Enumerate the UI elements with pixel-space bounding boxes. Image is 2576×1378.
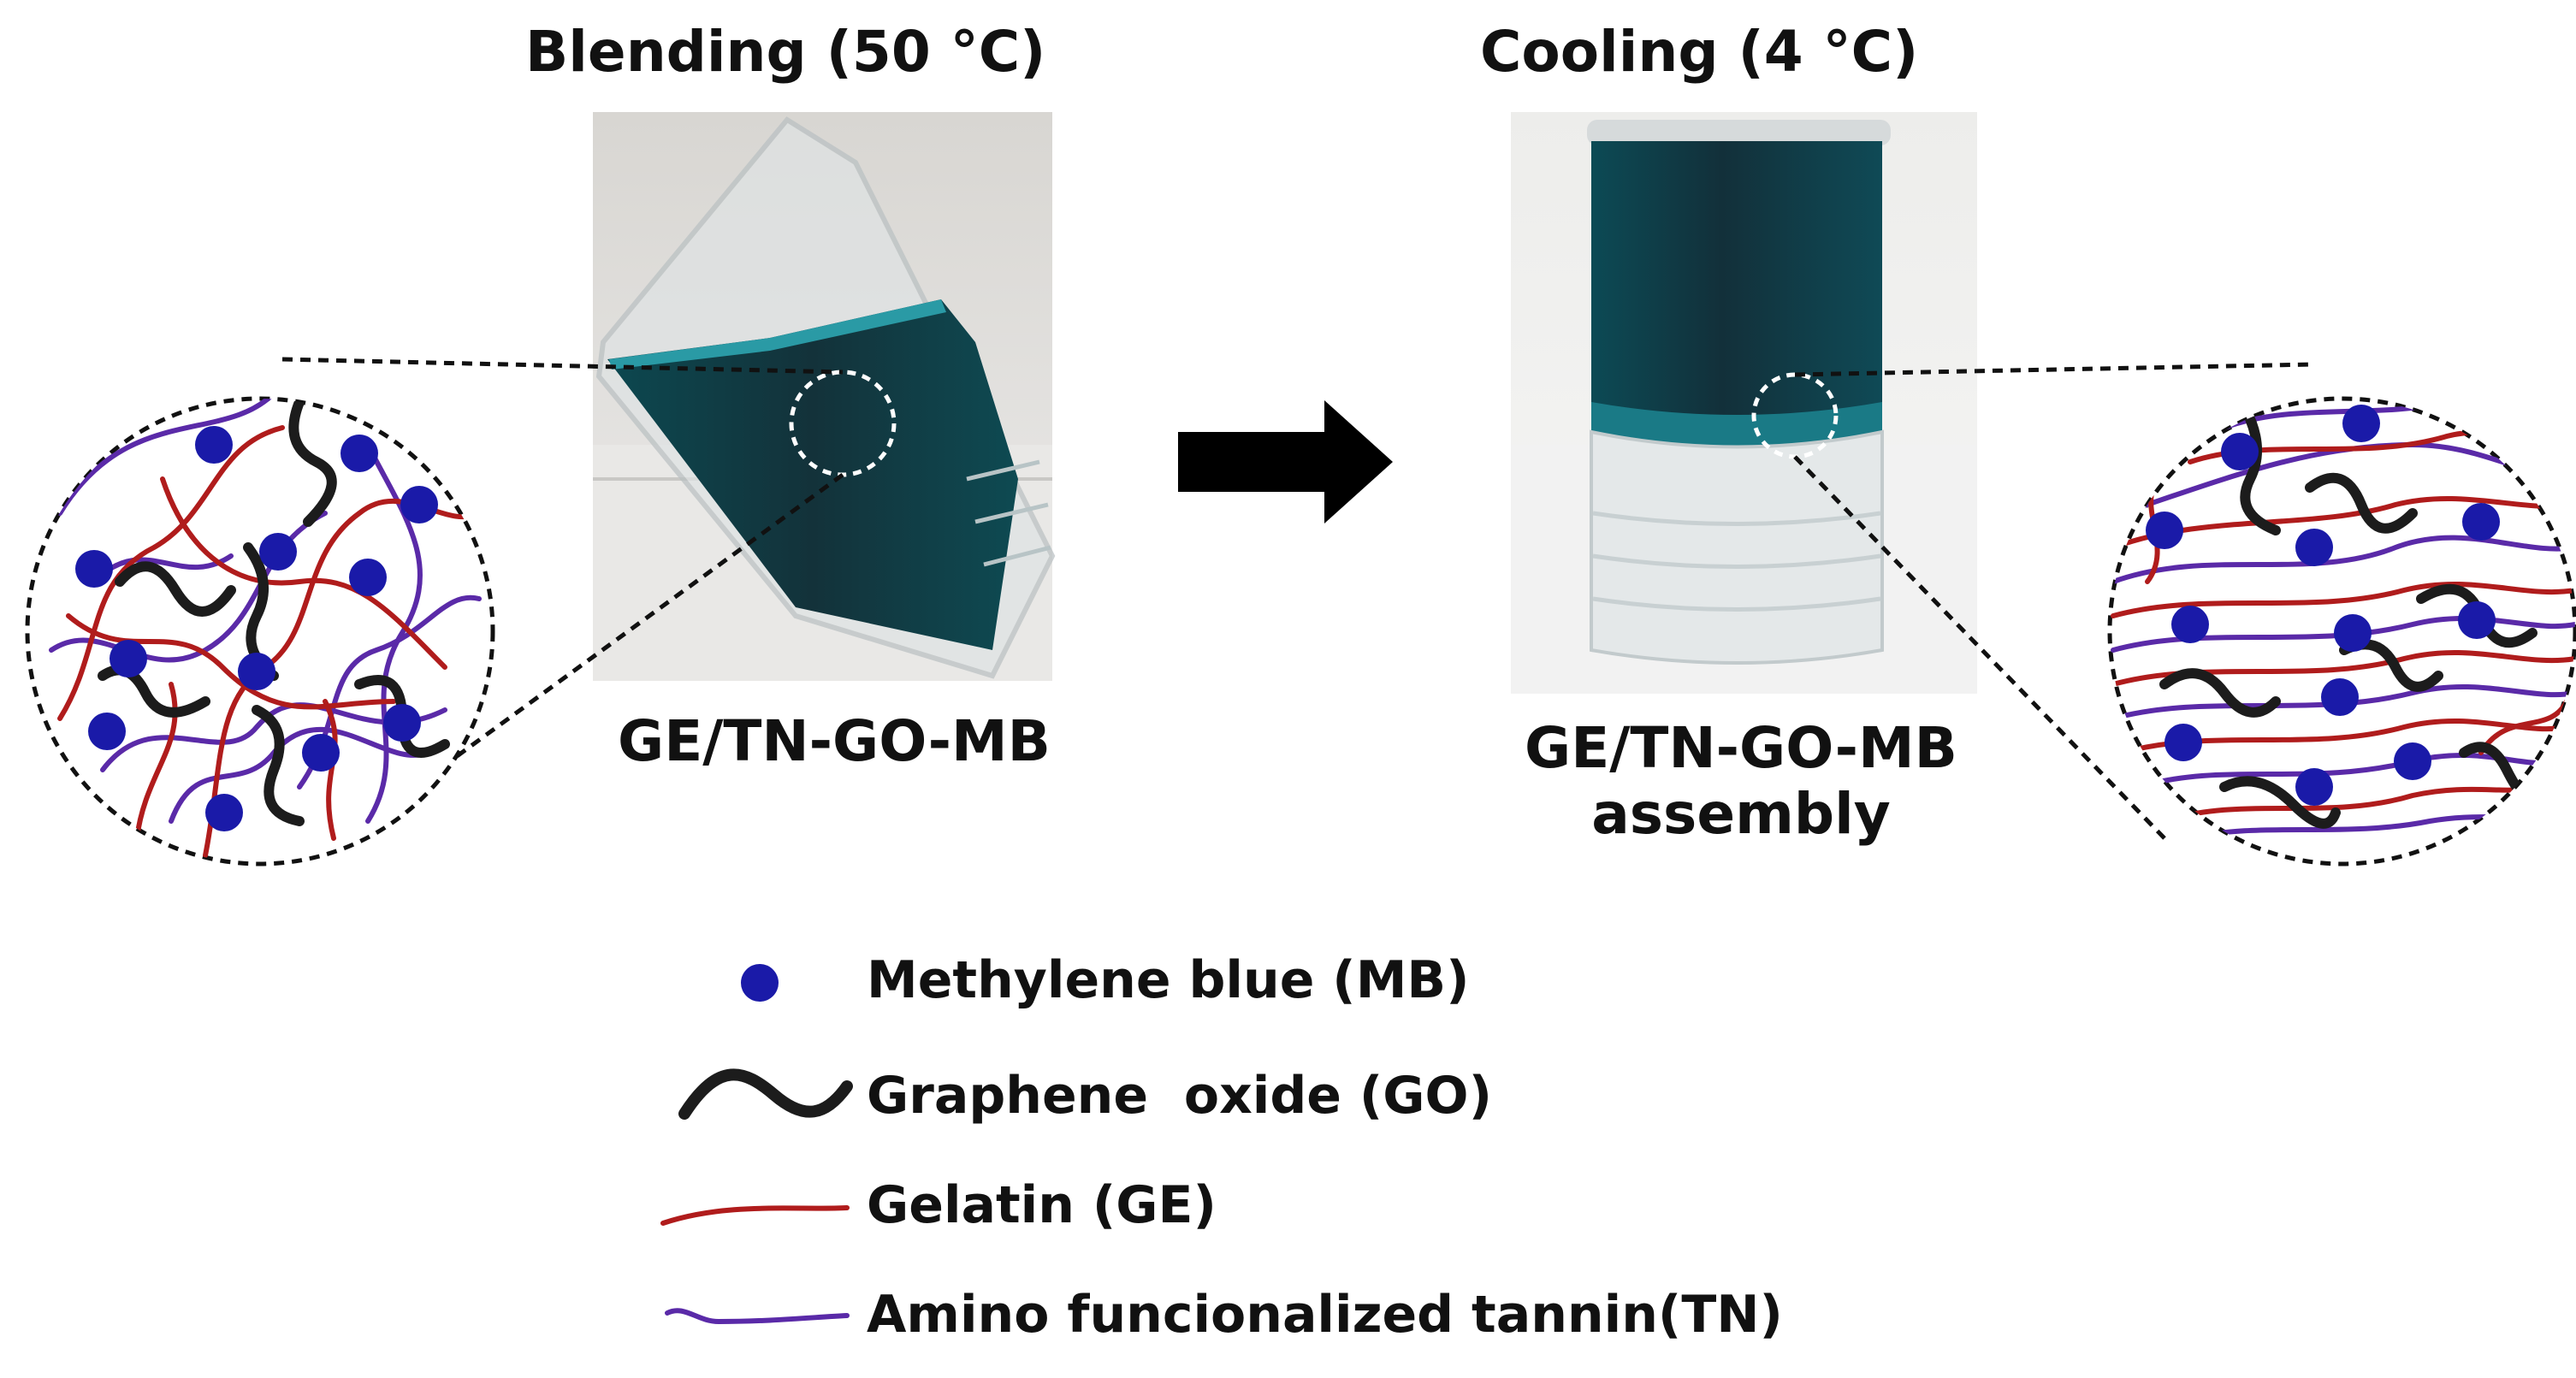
legend-label-tannin: Amino funcionalized tannin(TN) [867,1285,1783,1345]
blending-vial-photo [593,112,1056,681]
legend-mb-dot [741,964,779,1002]
legend-symbols [660,964,853,1325]
process-arrow [1178,400,1393,523]
blended-liquid [607,299,1018,650]
legend-label-go: Graphene oxide (GO) [867,1066,1492,1126]
cooling-caption-line1: GE/TN-GO-MB [1525,715,1957,781]
go-sheets-right [2159,399,2538,829]
legend-go-wave [678,1068,853,1120]
cooling-vial-photo [1511,112,1977,694]
vial-rim [1587,120,1891,145]
cooling-caption-line2: assembly [1591,781,1891,847]
mb-dots-right [2146,405,2500,806]
mb-dots-left [75,426,438,831]
blending-caption: GE/TN-GO-MB [618,708,1051,774]
liquid-meniscus [609,299,946,370]
dense-network-inset [2107,396,2576,866]
legend-tannin-line [665,1308,850,1325]
legend-label-mb: Methylene blue (MB) [867,950,1470,1010]
blending-heading: Blending (50 °C) [525,19,1046,85]
legend-gelatin-line [660,1205,850,1226]
cooling-heading: Cooling (4 °C) [1480,19,1919,85]
gelled-hydrogel [1591,141,1882,447]
legend-label-gelatin: Gelatin (GE) [867,1175,1217,1235]
